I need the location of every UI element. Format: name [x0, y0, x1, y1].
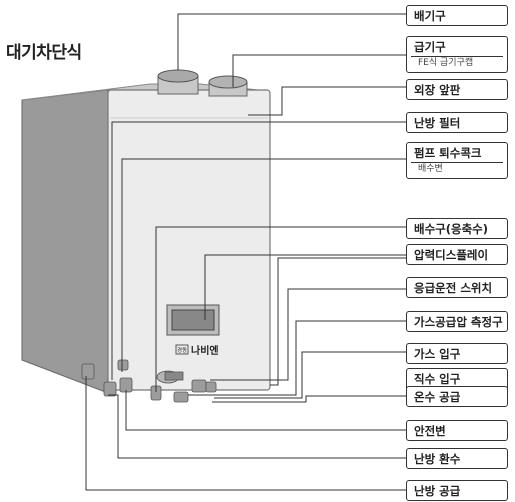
part-label: 외장 앞판: [406, 79, 508, 100]
part-label-name: 직수 입구: [414, 372, 461, 386]
part-label: 난방 공급: [406, 480, 508, 501]
part-label-subtext: FE식 급기구캡: [411, 56, 503, 72]
part-label-name: 가스공급압 측정구: [414, 315, 503, 329]
exhaust-pipe-top: [157, 69, 199, 83]
part-label: 배수구(응축수): [406, 218, 508, 239]
part-label: 응급운전 스위치: [406, 277, 508, 298]
part-label-name: 난방 환수: [414, 452, 461, 466]
part-label-name: 급기구: [414, 40, 446, 54]
diagram-title: 대기차단식: [6, 43, 82, 63]
bottom-fittings: [81, 359, 217, 403]
part-label-name: 배기구: [414, 9, 446, 23]
part-label: 배기구: [406, 5, 508, 26]
part-label-name: 펌프 퇴수콕크: [414, 146, 482, 160]
part-label: 온수 공급: [406, 386, 508, 407]
part-label-name: 난방 공급: [414, 484, 461, 498]
part-label: 난방 환수: [406, 448, 508, 469]
part-label: 급기구 FE식 급기구캡: [406, 36, 508, 73]
part-label-name: 압력디스플레이: [414, 248, 489, 262]
part-label-name: 안전변: [414, 424, 446, 438]
part-label-subtext: 배수변: [411, 162, 503, 178]
intake-pipe-top: [208, 75, 248, 89]
brand-badge: 경동: [177, 347, 187, 354]
part-label-name: 외장 앞판: [414, 83, 461, 97]
part-label: 안전변: [406, 420, 508, 441]
leader-lines: [85, 13, 406, 491]
part-label: 가스공급압 측정구: [406, 311, 508, 332]
part-label-name: 가스 입구: [414, 347, 461, 361]
part-label-name: 난방 필터: [414, 116, 461, 130]
boiler-front-panel: [107, 89, 271, 391]
part-label-name: 배수구(응축수): [414, 222, 488, 236]
part-label-name: 온수 공급: [414, 390, 461, 404]
part-label: 가스 입구: [406, 343, 508, 364]
part-label: 난방 필터: [406, 112, 508, 133]
brand-logo: 나비엔: [191, 344, 219, 357]
brand-badge-box: [175, 344, 189, 355]
part-label-name: 응급운전 스위치: [414, 281, 493, 295]
part-label: 압력디스플레이: [406, 244, 508, 265]
boiler-left-side: [21, 89, 109, 394]
